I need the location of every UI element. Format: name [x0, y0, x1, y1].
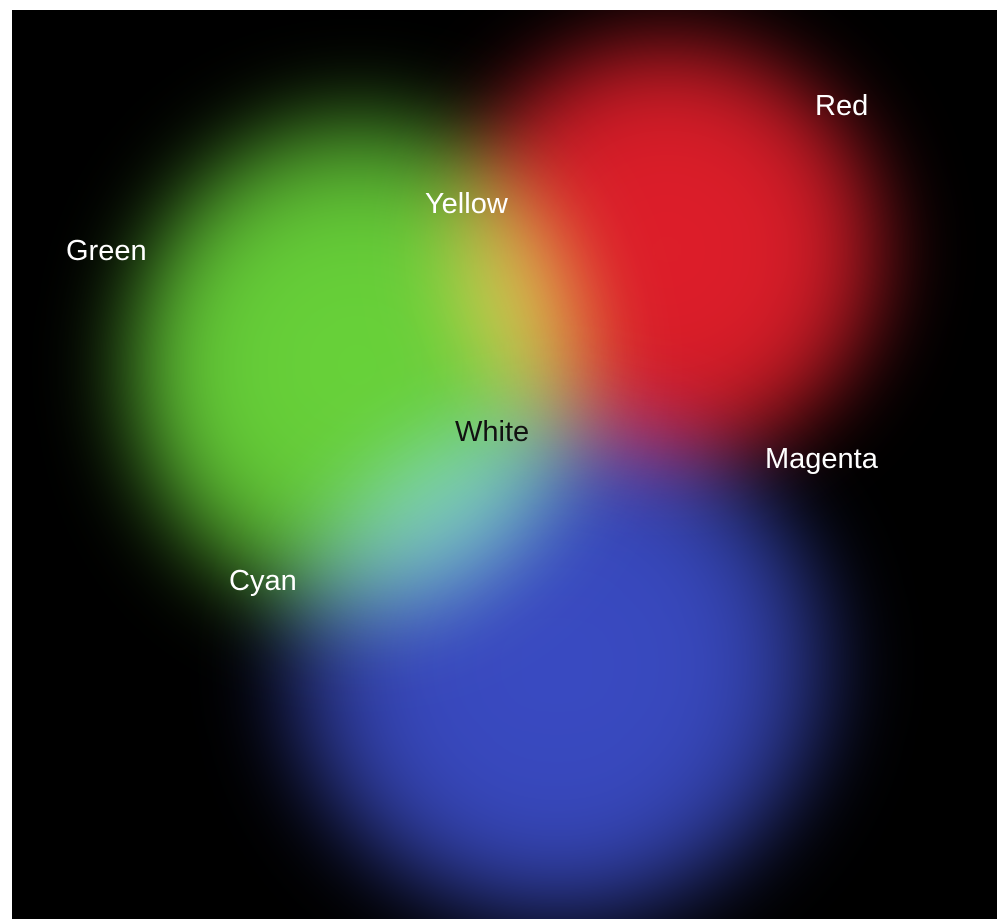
label-magenta: Magenta	[765, 443, 878, 475]
label-green: Green	[66, 235, 147, 267]
label-yellow: Yellow	[425, 188, 508, 220]
blue-light-circle	[277, 405, 837, 919]
light-overlap-area	[12, 10, 997, 919]
label-red: Red	[815, 90, 869, 122]
label-cyan: Cyan	[229, 565, 297, 597]
label-white: White	[455, 416, 530, 448]
color-mixing-diagram: Red Yellow Green White Magenta Cyan	[12, 10, 997, 919]
